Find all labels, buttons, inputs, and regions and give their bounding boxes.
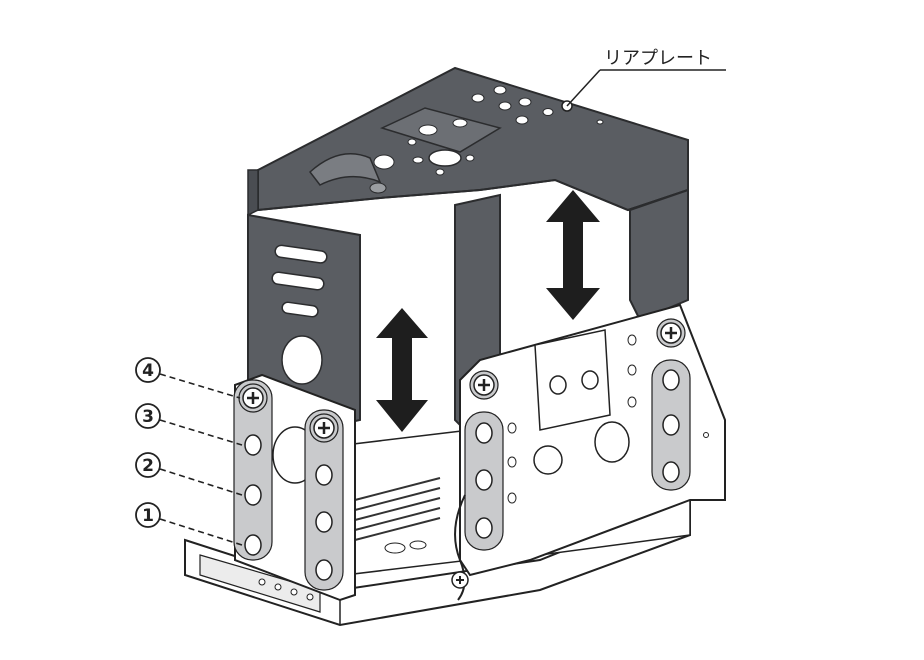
right-side-plate [454, 303, 726, 601]
double-arrow-icon [376, 308, 428, 432]
left-screw-row-inner [304, 409, 344, 591]
screw-icon [656, 318, 686, 348]
position-callout-2: 2 [135, 452, 243, 496]
position-3-label: 3 [142, 407, 154, 427]
screw-icon [309, 413, 339, 443]
position-callout-3: 3 [135, 403, 243, 446]
position-4-label: 4 [142, 361, 154, 381]
screw-icon [469, 370, 499, 400]
position-1-label: 1 [142, 506, 154, 526]
position-callout-1: 1 [135, 502, 243, 546]
screw-icon [451, 571, 469, 589]
rear-plate-label: リアプレート [604, 48, 712, 69]
screw-icon [238, 383, 268, 413]
rear-plate-callout: リアプレート [566, 48, 726, 107]
left-screw-row-outer [233, 379, 273, 561]
position-2-label: 2 [142, 456, 154, 476]
double-arrow-icon [546, 190, 600, 320]
position-callout-4: 4 [135, 357, 241, 399]
